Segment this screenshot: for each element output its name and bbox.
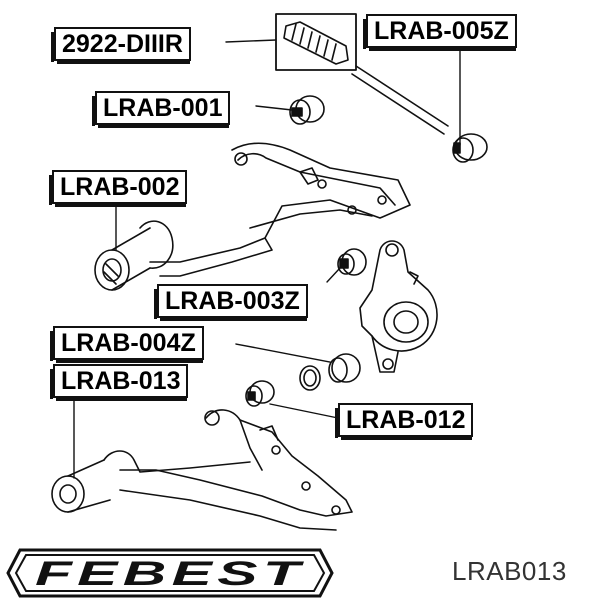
- lower-control-arm: [103, 409, 353, 531]
- leader-lines: [73, 39, 461, 479]
- svg-text:FEBEST: FEBEST: [35, 555, 305, 593]
- label-lrab-003z: LRAB-003Z: [154, 284, 308, 321]
- febest-logo: FEBEST: [6, 548, 334, 598]
- bushing-lrab-003z: [337, 248, 367, 276]
- label-lrab-004z: LRAB-004Z: [50, 326, 204, 363]
- bushing-lrab-002: [94, 220, 174, 291]
- upper-control-arm: [149, 142, 411, 277]
- part-number: LRAB013: [452, 556, 567, 586]
- label-lrab-012: LRAB-012: [334, 403, 474, 440]
- label-lrab-013: LRAB-013: [49, 364, 189, 401]
- bushing-lrab-001: [289, 95, 325, 125]
- label-2922-diiir: 2922-DIIIR: [51, 27, 191, 64]
- label-lrab-005z: LRAB-005Z: [363, 14, 517, 51]
- label-lrab-001: LRAB-001: [91, 91, 231, 128]
- bushing-lrab-004z: [299, 353, 361, 391]
- label-lrab-002: LRAB-002: [48, 170, 188, 207]
- bushing-lrab-012: [245, 380, 275, 407]
- tie-rod-end: [275, 13, 488, 163]
- bushing-lrab-013: [51, 459, 111, 513]
- steering-knuckle: [359, 240, 438, 373]
